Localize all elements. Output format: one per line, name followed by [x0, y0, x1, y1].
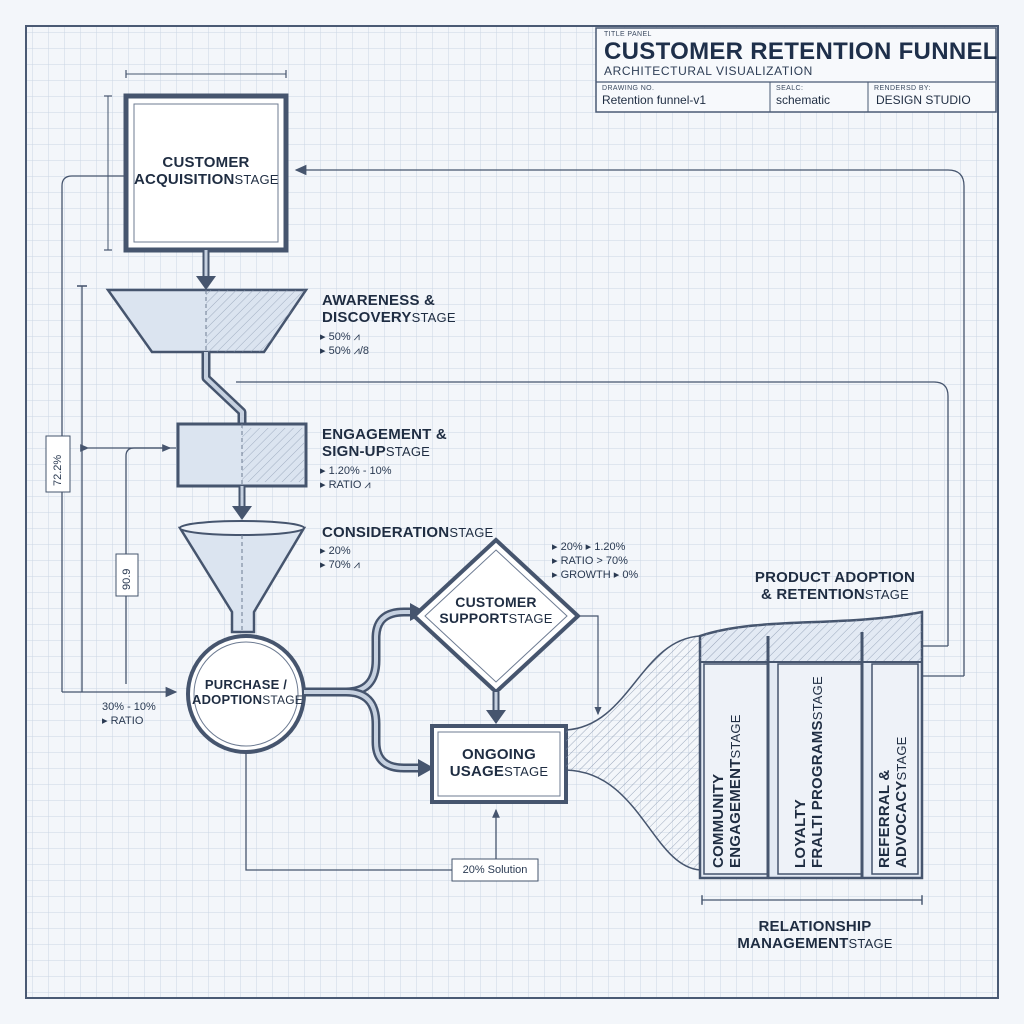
annotation-boxes [45, 435, 539, 882]
engagement-metric: ▸ RATIO ⩘ [320, 479, 371, 491]
purchase-name: PURCHASE / [204, 677, 288, 692]
awareness-metric: ▸ 50% ⩘ [320, 331, 360, 343]
referral-name: REFERRAL & [876, 769, 893, 868]
support-metrics: ▸ 20% ▸ 1.20% ▸ RATIO > 70% ▸ GROWTH ▸ 0… [552, 540, 638, 582]
acquisition-box [123, 93, 289, 253]
title-panel-label: TITLE PANEL [604, 31, 652, 38]
diagram-subtitle: ARCHITECTURAL VISUALIZATION [604, 64, 813, 78]
product-block [698, 610, 924, 880]
acquisition-name: CUSTOMER [162, 154, 250, 171]
left-outer-annotation: 72.2% [52, 454, 64, 486]
awareness-funnel [105, 288, 309, 354]
product-name-line2: & RETENTIONSTAGE [761, 586, 909, 604]
engagement-label: ENGAGEMENT & SIGN-UPSTAGE [322, 426, 447, 461]
community-label: COMMUNITY ENGAGEMENTSTAGE [710, 714, 744, 868]
loyalty-name: LOYALTY [792, 799, 809, 868]
scale-value: schematic [776, 93, 831, 107]
drawing-no-label: DRAWING NO. [602, 85, 655, 92]
pipe-support-ongoing [486, 692, 506, 724]
engagement-box [176, 422, 308, 488]
community-name: COMMUNITY [710, 773, 727, 868]
purchase-label: PURCHASE / ADOPTIONSTAGE [192, 677, 304, 708]
awareness-label: AWARENESS & DISCOVERYSTAGE [322, 292, 456, 327]
engagement-metrics: ▸ 1.20% - 10% ▸ RATIO ⩘ [320, 464, 392, 492]
product-name: PRODUCT ADOPTION [754, 569, 916, 586]
acquisition-dimensions [104, 70, 287, 251]
pipe-engagement-consideration [232, 486, 252, 520]
purchase-metric: 30% - 10% [102, 701, 156, 713]
support-name: CUSTOMER [455, 594, 537, 610]
engagement-metric: ▸ 1.20% - 10% [320, 465, 392, 477]
consideration-funnel [177, 520, 307, 634]
awareness-name-line2: DISCOVERYSTAGE [322, 309, 456, 327]
relationship-label: RELATIONSHIP MANAGEMENTSTAGE [710, 918, 920, 953]
support-metric: ▸ 20% ▸ 1.20% [552, 541, 626, 553]
ongoing-name: ONGOING [462, 746, 536, 763]
flow-ongoing-product [565, 635, 701, 871]
loyalty-name-line2: FRALTI PROGRAMSSTAGE [809, 676, 826, 868]
pipe-acquisition-awareness [196, 250, 216, 290]
pipe-awareness-engagement [201, 352, 247, 424]
support-name-line2: SUPPORTSTAGE [439, 610, 553, 627]
support-metric: ▸ GROWTH ▸ 0% [552, 569, 639, 581]
feedback-loops [61, 164, 965, 871]
support-metric: ▸ RATIO > 70% [552, 555, 628, 567]
relationship-name: RELATIONSHIP [758, 918, 872, 935]
awareness-metric: ▸ 50% ⩘/8 [320, 345, 370, 357]
ongoing-name-line2: USAGESTAGE [449, 763, 549, 781]
scale-label: SEALC: [776, 85, 804, 92]
ongoing-box [430, 724, 568, 804]
engagement-name-line2: SIGN-UPSTAGE [322, 443, 431, 461]
drawing-frame [25, 25, 999, 999]
rendered-by-label: RENDERSD BY: [874, 85, 931, 92]
pipe-purchase-split [304, 603, 434, 777]
community-name-line2: ENGAGEMENTSTAGE [727, 714, 744, 868]
consideration-metric: ▸ 20% [320, 545, 351, 557]
support-label: CUSTOMER SUPPORTSTAGE [430, 594, 562, 627]
ongoing-label: ONGOING USAGESTAGE [438, 746, 560, 781]
title-panel-box [595, 27, 997, 113]
drawing-no-value: Retention funnel-v1 [602, 93, 707, 107]
relationship-name-line2: MANAGEMENTSTAGE [737, 935, 893, 953]
purchase-metrics: 30% - 10% ▸ RATIO [102, 700, 156, 728]
acquisition-label: CUSTOMER ACQUISITIONSTAGE [134, 154, 278, 189]
referral-label: REFERRAL & ADVOCACYSTAGE [876, 736, 910, 868]
consideration-metric: ▸ 70% ⩘ [320, 559, 360, 571]
left-inner-annotation: 90.9 [121, 568, 133, 590]
product-label: PRODUCT ADOPTION & RETENTIONSTAGE [740, 569, 930, 604]
purchase-name-line2: ADOPTIONSTAGE [192, 691, 304, 707]
diagram-title: CUSTOMER RETENTION FUNNEL [604, 38, 998, 65]
loyalty-label: LOYALTY FRALTI PROGRAMSSTAGE [792, 676, 826, 868]
connector-support-side [578, 615, 602, 716]
referral-name-line2: ADVOCACYSTAGE [893, 736, 910, 868]
engagement-name: ENGAGEMENT & [322, 426, 447, 443]
rendered-by-value: DESIGN STUDIO [876, 93, 971, 107]
consideration-label: CONSIDERATIONSTAGE [322, 524, 494, 541]
purchase-metric: ▸ RATIO [102, 715, 144, 727]
acquisition-name-line2: ACQUISITIONSTAGE [134, 171, 279, 189]
awareness-name: AWARENESS & [322, 292, 436, 309]
consideration-metrics: ▸ 20% ▸ 70% ⩘ [320, 544, 360, 572]
awareness-metrics: ▸ 50% ⩘ ▸ 50% ⩘/8 [320, 330, 369, 358]
solution-annotation: 20% Solution [462, 864, 528, 876]
